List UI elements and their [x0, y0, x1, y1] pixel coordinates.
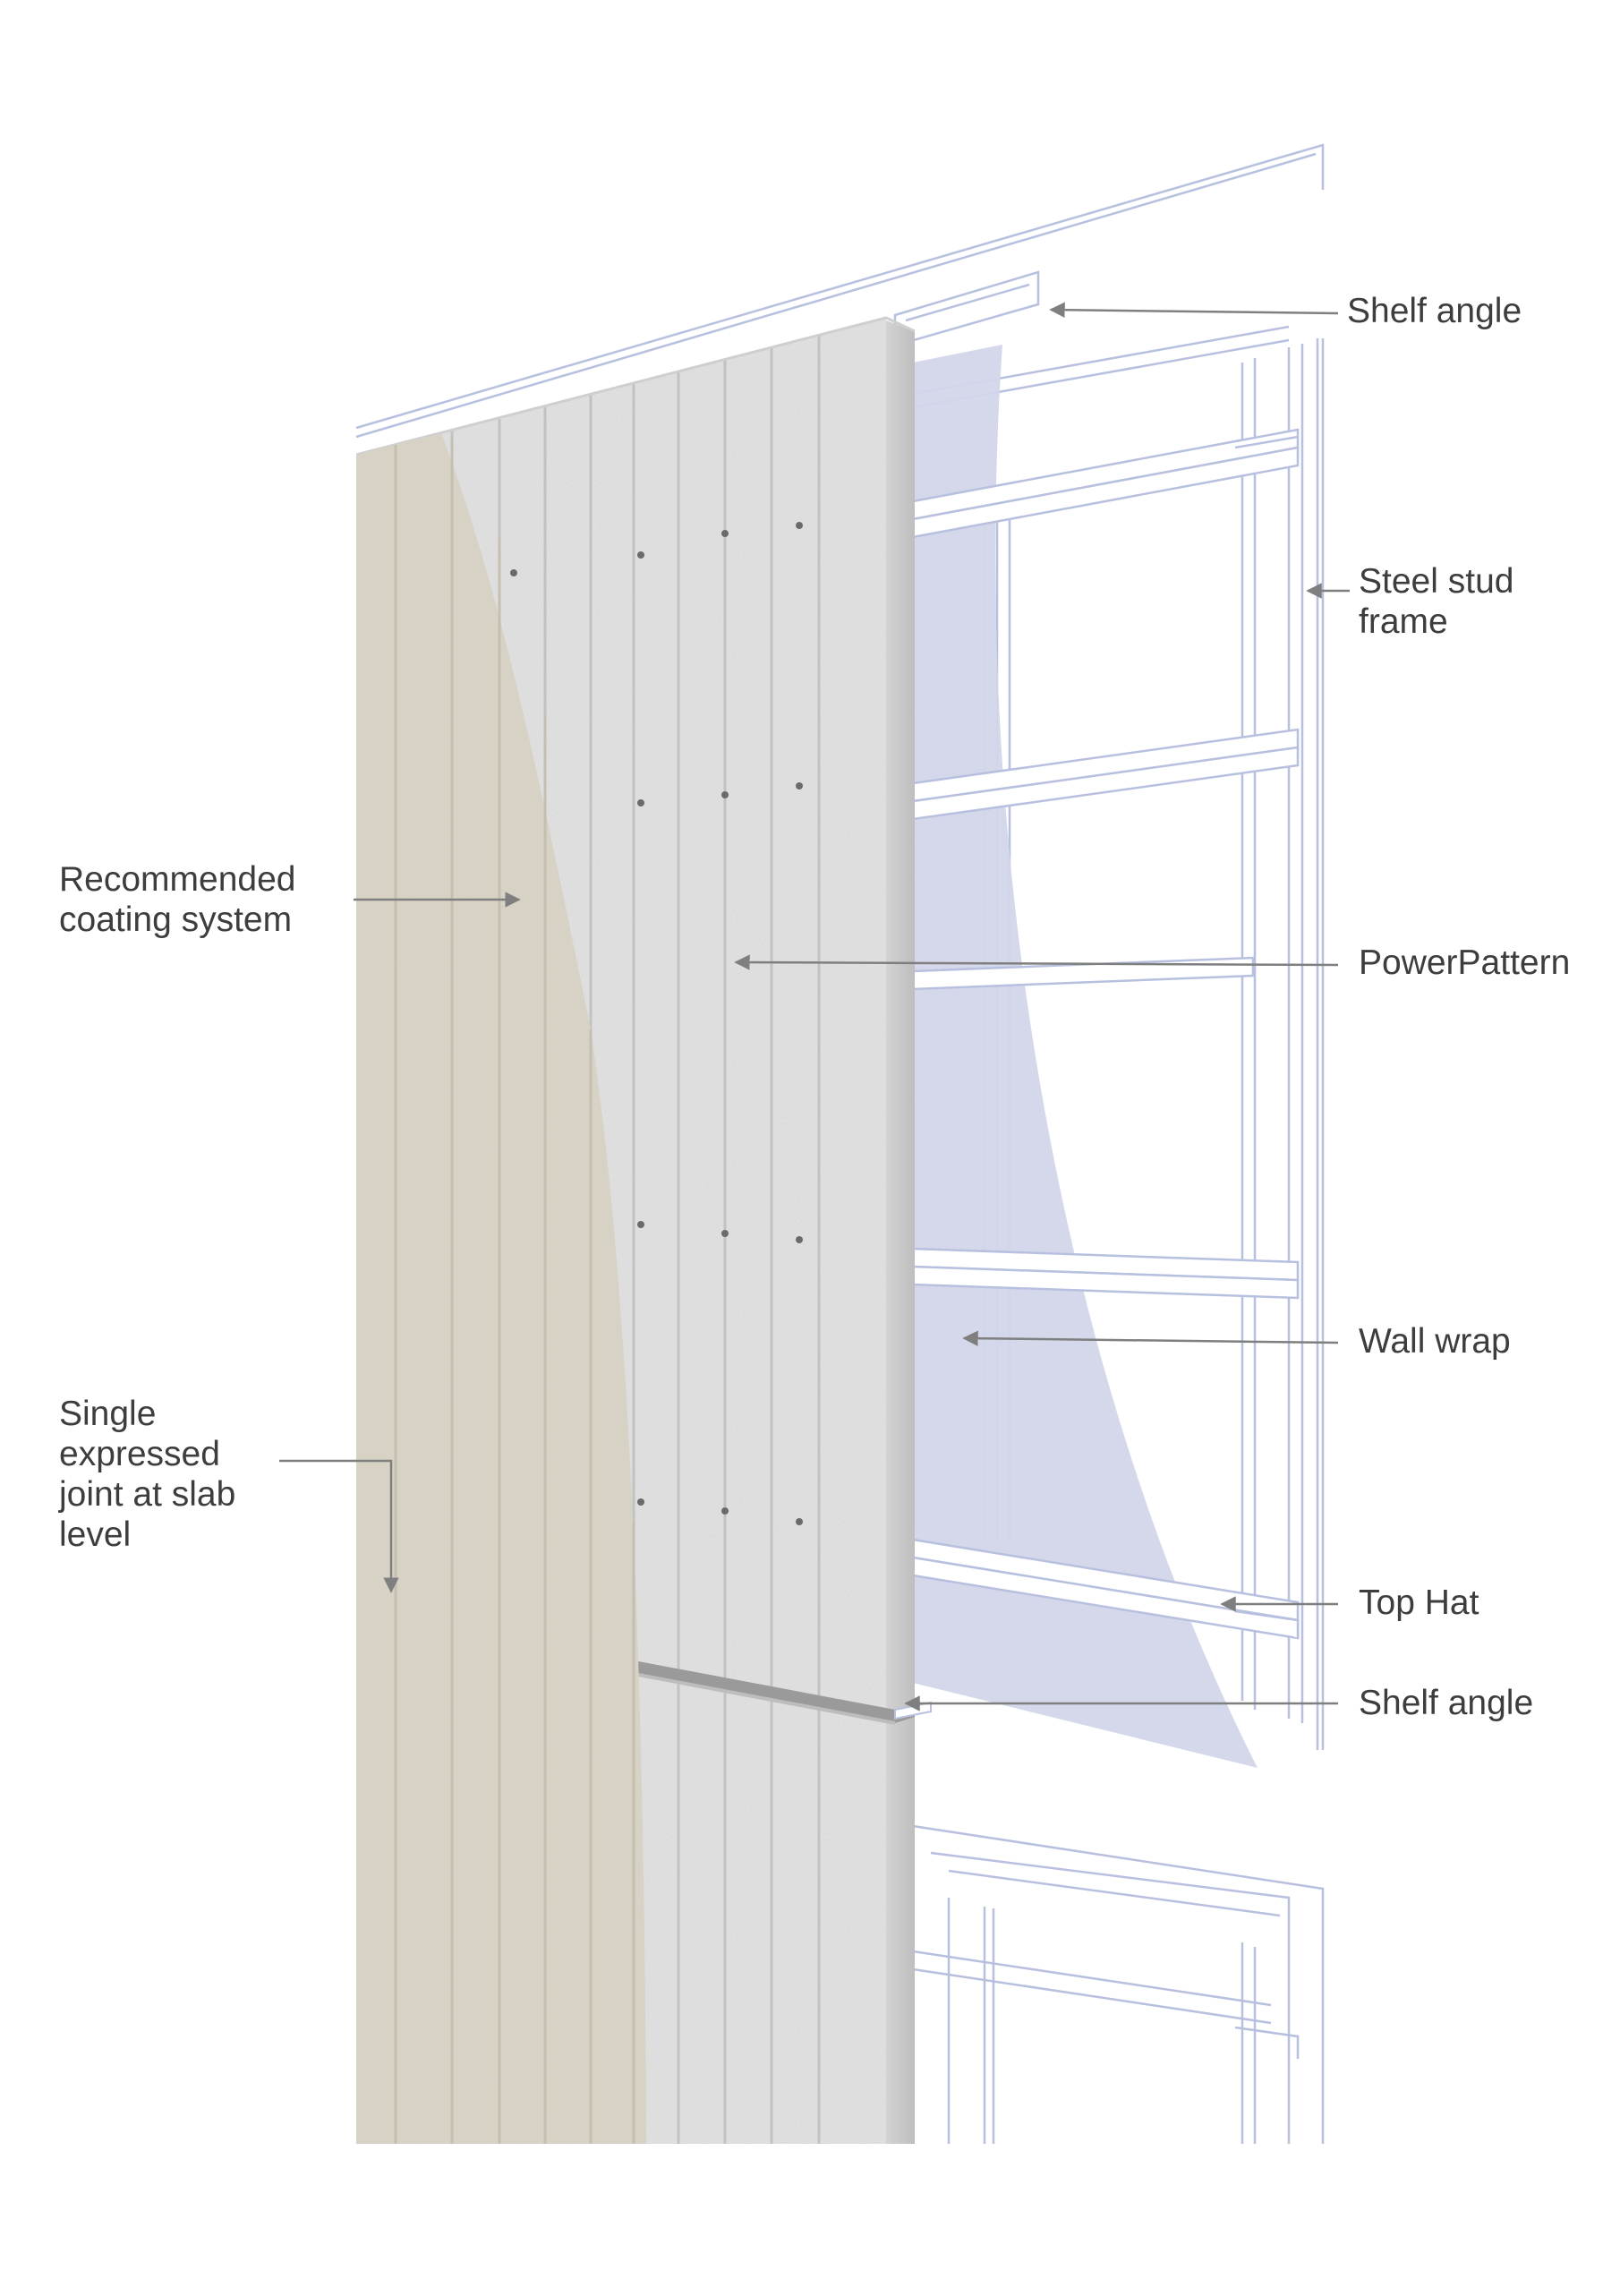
leader-single-joint	[279, 1459, 399, 1593]
top-hat-rails	[911, 428, 1300, 1640]
leader-lines	[279, 302, 1350, 1711]
label-recommended-coating: Recommended coating system	[59, 860, 296, 939]
label-wall-wrap: Wall wrap	[1359, 1322, 1511, 1361]
leader-powerpattern	[734, 954, 1339, 970]
label-powerpattern: PowerPattern	[1359, 943, 1571, 982]
label-single-joint: Single expressed joint at slab level	[59, 1395, 236, 1554]
coating-layer	[356, 433, 646, 2144]
label-shelf-angle-top: Shelf angle	[1347, 292, 1522, 330]
label-top-hat: Top Hat	[1359, 1583, 1479, 1622]
leader-shelf-angle-top	[1049, 302, 1339, 318]
label-shelf-angle-bottom: Shelf angle	[1359, 1684, 1534, 1722]
label-steel-stud-frame: Steel stud frame	[1359, 562, 1514, 641]
leader-wall-wrap	[962, 1330, 1339, 1346]
wall-wrap-sheet	[913, 345, 1258, 1768]
